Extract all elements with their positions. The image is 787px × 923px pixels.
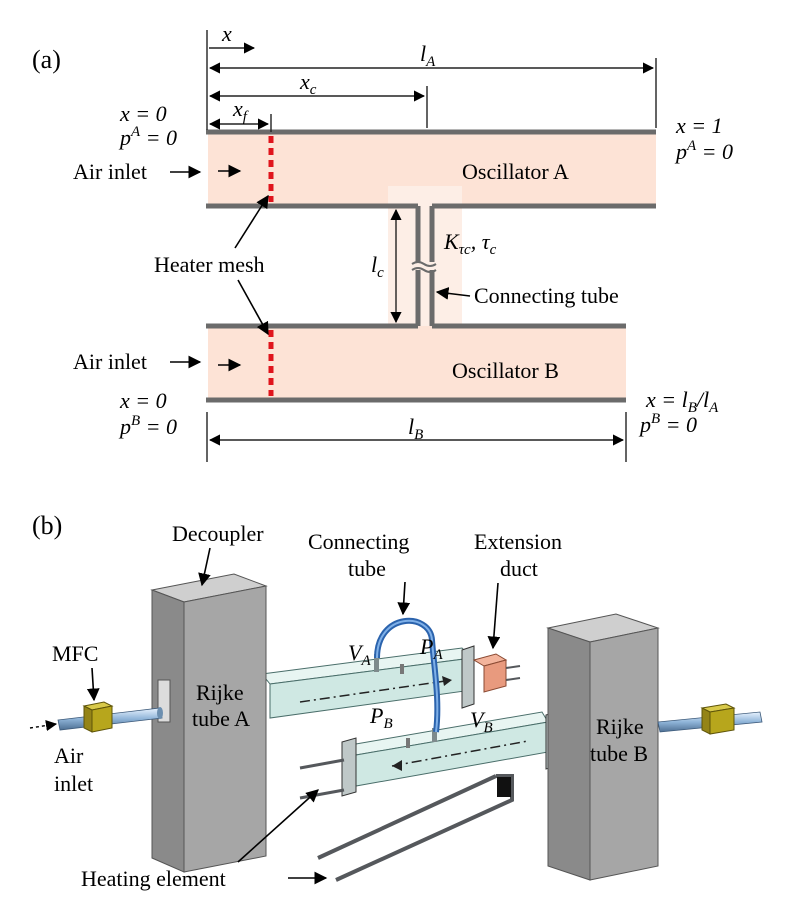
rijke-b-label-1: Rijke	[596, 714, 644, 739]
dim-lc-label: lc	[371, 252, 384, 281]
air-inlet-b-label: Air inlet	[73, 349, 147, 374]
connecting-tube-highlight	[376, 619, 439, 733]
dim-lb-label: lB	[408, 414, 423, 443]
mfc-arrow	[86, 667, 100, 702]
connecting-label-1: Connecting	[308, 529, 409, 554]
dim-xf-label: xf	[232, 96, 249, 125]
decoupler-arrow	[198, 547, 211, 587]
va-label: VA	[348, 640, 371, 669]
dim-x-label: x	[221, 21, 232, 46]
decoupler-right	[546, 613, 660, 881]
heating-element-end	[497, 777, 511, 797]
bc-a-right-x: x = 1	[675, 113, 723, 138]
bc-a-left-p: pA = 0	[118, 124, 177, 150]
rijke-tube-b	[299, 710, 561, 800]
rijke-tube-a	[261, 645, 475, 719]
connecting-tube-label: Connecting tube	[474, 283, 619, 308]
coupling-params-label: Kτc, τc	[443, 229, 497, 258]
oscillator-b-duct	[208, 326, 626, 400]
oscillator-b-label: Oscillator B	[452, 358, 559, 383]
heater-mesh-label: Heater mesh	[154, 252, 265, 277]
connecting-tube	[411, 206, 437, 326]
bc-a-left-x: x = 0	[119, 101, 167, 126]
bc-b-right-p: pB = 0	[638, 411, 697, 437]
decoupler-label: Decoupler	[172, 521, 264, 546]
air-inlet-a-label: Air inlet	[73, 159, 147, 184]
connecting-arrow	[397, 581, 411, 616]
bc-b-right-x: x = lB/lA	[645, 387, 719, 416]
heating-element-label: Heating element	[81, 866, 226, 891]
rijke-a-label-2: tube A	[192, 706, 250, 731]
connecting-tube-arrow	[435, 287, 471, 300]
air-inlet-label-1: Air	[54, 743, 84, 768]
pa-label: PA	[419, 634, 443, 663]
bc-b-left-p: pB = 0	[118, 413, 177, 439]
mfc-right	[700, 703, 736, 735]
oscillator-a-label: Oscillator A	[462, 159, 569, 184]
heater-mesh-arrow-b	[237, 279, 269, 336]
bc-a-right-p: pA = 0	[674, 138, 733, 164]
extension-duct	[472, 653, 521, 693]
vb-label: VB	[470, 707, 493, 736]
heating-element-arrow-1	[237, 789, 319, 863]
extension-label-1: Extension	[474, 529, 562, 554]
mfc-label: MFC	[52, 641, 98, 666]
rijke-a-label-1: Rijke	[196, 680, 244, 705]
extension-label-2: duct	[500, 556, 538, 581]
panel-b-tag: (b)	[32, 511, 62, 540]
heating-element-rods	[317, 774, 514, 882]
pb-label: PB	[369, 703, 393, 732]
extension-arrow	[487, 582, 501, 650]
air-inlet-dashed-arrow	[29, 719, 58, 732]
heater-mesh-arrow-a	[234, 194, 269, 249]
air-inlet-label-2: inlet	[54, 771, 93, 796]
rijke-b-label-2: tube B	[590, 741, 648, 766]
dim-la-label: lA	[420, 41, 436, 70]
panel-a-tag: (a)	[32, 45, 61, 74]
panel-a: (a) x	[32, 21, 733, 462]
bc-b-left-x: x = 0	[119, 388, 167, 413]
decoupler-left	[150, 573, 268, 873]
panel-b: (b)	[29, 511, 763, 891]
mfc-left	[82, 701, 114, 733]
dim-xc-label: xc	[299, 69, 317, 98]
connecting-label-2: tube	[348, 556, 386, 581]
